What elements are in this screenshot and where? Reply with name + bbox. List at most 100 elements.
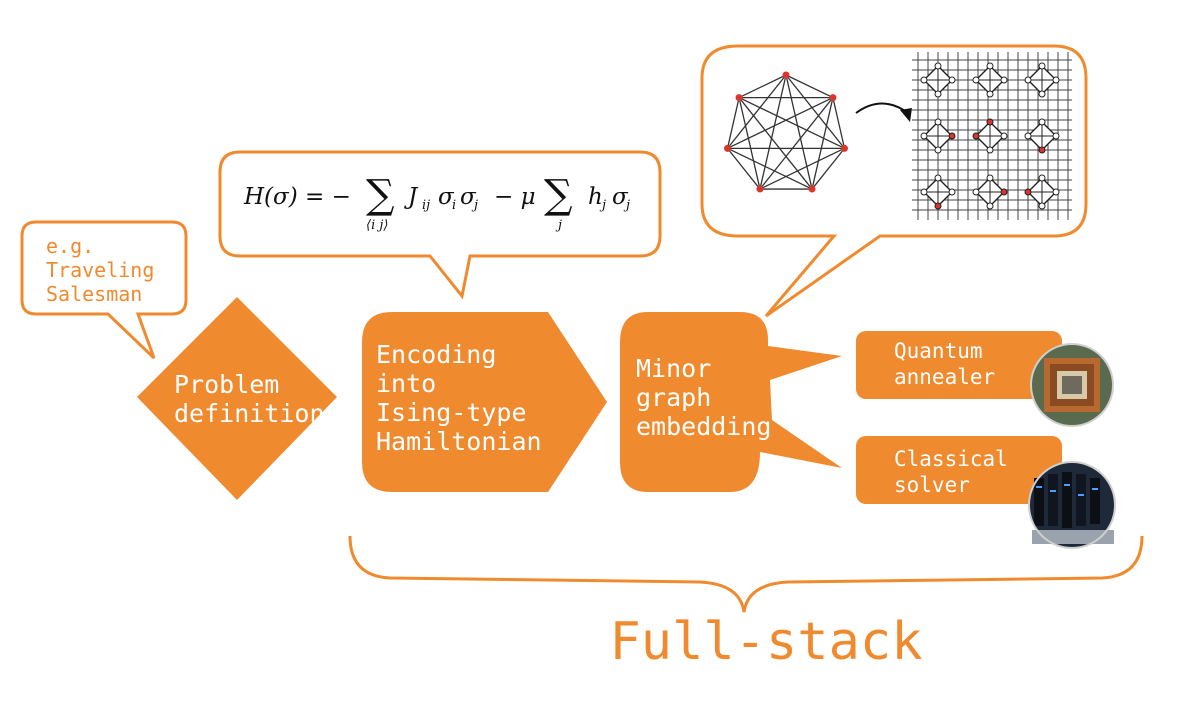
- graph-node: [782, 71, 790, 79]
- graph-edge: [785, 74, 834, 99]
- mu-term: − μ: [494, 184, 536, 210]
- qubit-node: [1038, 62, 1046, 70]
- example-callout-bubble: [20, 220, 188, 360]
- sum-symbol-2: ∑: [544, 172, 573, 218]
- qubit-node: [1024, 188, 1032, 196]
- classical-solver-label: Classical solver: [894, 447, 1008, 497]
- spin-field: σ: [612, 184, 628, 210]
- qubit-node: [986, 118, 994, 126]
- graph-node: [829, 94, 837, 102]
- qubit-node: [1038, 202, 1046, 210]
- qubit-node: [934, 174, 942, 182]
- graph-node: [724, 144, 732, 152]
- qubit-node: [986, 174, 994, 182]
- qubit-node: [920, 132, 928, 140]
- embedding-step-shape: [620, 312, 842, 492]
- full-stack-label: Full-stack: [609, 612, 923, 672]
- formula-callout-bubble: [218, 150, 662, 300]
- qubit-node: [1024, 132, 1032, 140]
- graph-edge: [811, 147, 846, 190]
- qubit-node: [972, 76, 980, 84]
- graph-edge: [759, 74, 787, 190]
- graph-edge: [727, 147, 813, 190]
- qubit-node: [986, 202, 994, 210]
- graph-edge: [738, 97, 845, 149]
- sum-index-1: ⟨i j⟩: [366, 218, 389, 233]
- quantum-chip-photo: [1030, 343, 1114, 427]
- qubit-node: [920, 76, 928, 84]
- field-term: h: [588, 184, 603, 210]
- graph-node: [735, 94, 743, 102]
- graph-node: [756, 185, 764, 193]
- qubit-node: [1000, 188, 1008, 196]
- embedding-callout-bubble: [700, 44, 1088, 318]
- qubit-node: [1052, 76, 1060, 84]
- qubit-node: [986, 90, 994, 98]
- qubit-node: [986, 146, 994, 154]
- classical-solver-box[interactable]: [856, 436, 1062, 504]
- qubit-node: [986, 62, 994, 70]
- qubit-node: [948, 76, 956, 84]
- qubit-node: [1000, 132, 1008, 140]
- graph-edge: [785, 74, 813, 190]
- field-index: j: [602, 198, 607, 213]
- qubit-node: [972, 132, 980, 140]
- graph-node: [808, 185, 816, 193]
- problem-definition-diamond: [137, 297, 337, 500]
- qubit-node: [1024, 76, 1032, 84]
- qubit-node: [1052, 132, 1060, 140]
- qubit-node: [934, 146, 942, 154]
- sum-symbol-1: ∑: [366, 172, 395, 218]
- spin-i-index: i: [452, 198, 457, 213]
- quantum-annealer-box[interactable]: [856, 331, 1062, 399]
- graph-edge: [738, 74, 787, 99]
- qubit-node: [1038, 90, 1046, 98]
- coupling-index: ij: [422, 198, 431, 213]
- qubit-node: [972, 188, 980, 196]
- qubit-node: [1052, 188, 1060, 196]
- graph-edge: [738, 97, 813, 190]
- coupling-term: J: [408, 184, 418, 210]
- graph-node: [840, 144, 848, 152]
- ising-hamiltonian-formula: H(σ) = − ∑ ⟨i j⟩ J ij σ i σ j − μ ∑ j h …: [234, 172, 654, 246]
- chimera-graph: [912, 52, 1072, 220]
- example-callout-text: e.g. Traveling Salesman: [46, 234, 155, 306]
- full-stack-brace: [348, 535, 1144, 613]
- problem-definition-label: Problem definition: [174, 370, 325, 428]
- qubit-node: [1038, 146, 1046, 154]
- spin-j-index: j: [474, 198, 479, 213]
- qubit-node: [934, 202, 942, 210]
- sum-index-2: j: [558, 218, 563, 233]
- qubit-node: [1000, 76, 1008, 84]
- graph-edge: [811, 97, 834, 190]
- encoding-label: Encoding into Ising-type Hamiltonian: [376, 340, 542, 456]
- qubit-node: [1038, 118, 1046, 126]
- qubit-node: [934, 62, 942, 70]
- graph-edge: [759, 147, 845, 190]
- qubit-node: [1038, 174, 1046, 182]
- graph-edge: [759, 97, 834, 190]
- supercomputer-photo: [1028, 461, 1116, 549]
- encoding-step-shape: [362, 312, 607, 492]
- qubit-node: [920, 188, 928, 196]
- qubit-node: [948, 188, 956, 196]
- graph-edge: [727, 97, 834, 149]
- embedding-label: Minor graph embedding: [636, 354, 772, 441]
- formula-lhs: H(σ) = −: [244, 184, 351, 210]
- spin-field-index: j: [626, 198, 631, 213]
- spin-j: σ: [460, 184, 476, 210]
- qubit-node: [948, 132, 956, 140]
- graph-edge: [738, 97, 761, 190]
- graph-edge: [785, 74, 846, 149]
- complete-graph: [724, 71, 848, 193]
- graph-edge: [726, 147, 761, 190]
- qubit-node: [934, 90, 942, 98]
- graph-edge: [726, 74, 787, 149]
- graph-edge: [726, 97, 740, 149]
- quantum-annealer-label: Quantum annealer: [894, 339, 996, 389]
- graph-edge: [832, 97, 846, 149]
- qubit-node: [934, 118, 942, 126]
- embedding-arrowhead: [900, 108, 912, 122]
- spin-i: σ: [438, 184, 454, 210]
